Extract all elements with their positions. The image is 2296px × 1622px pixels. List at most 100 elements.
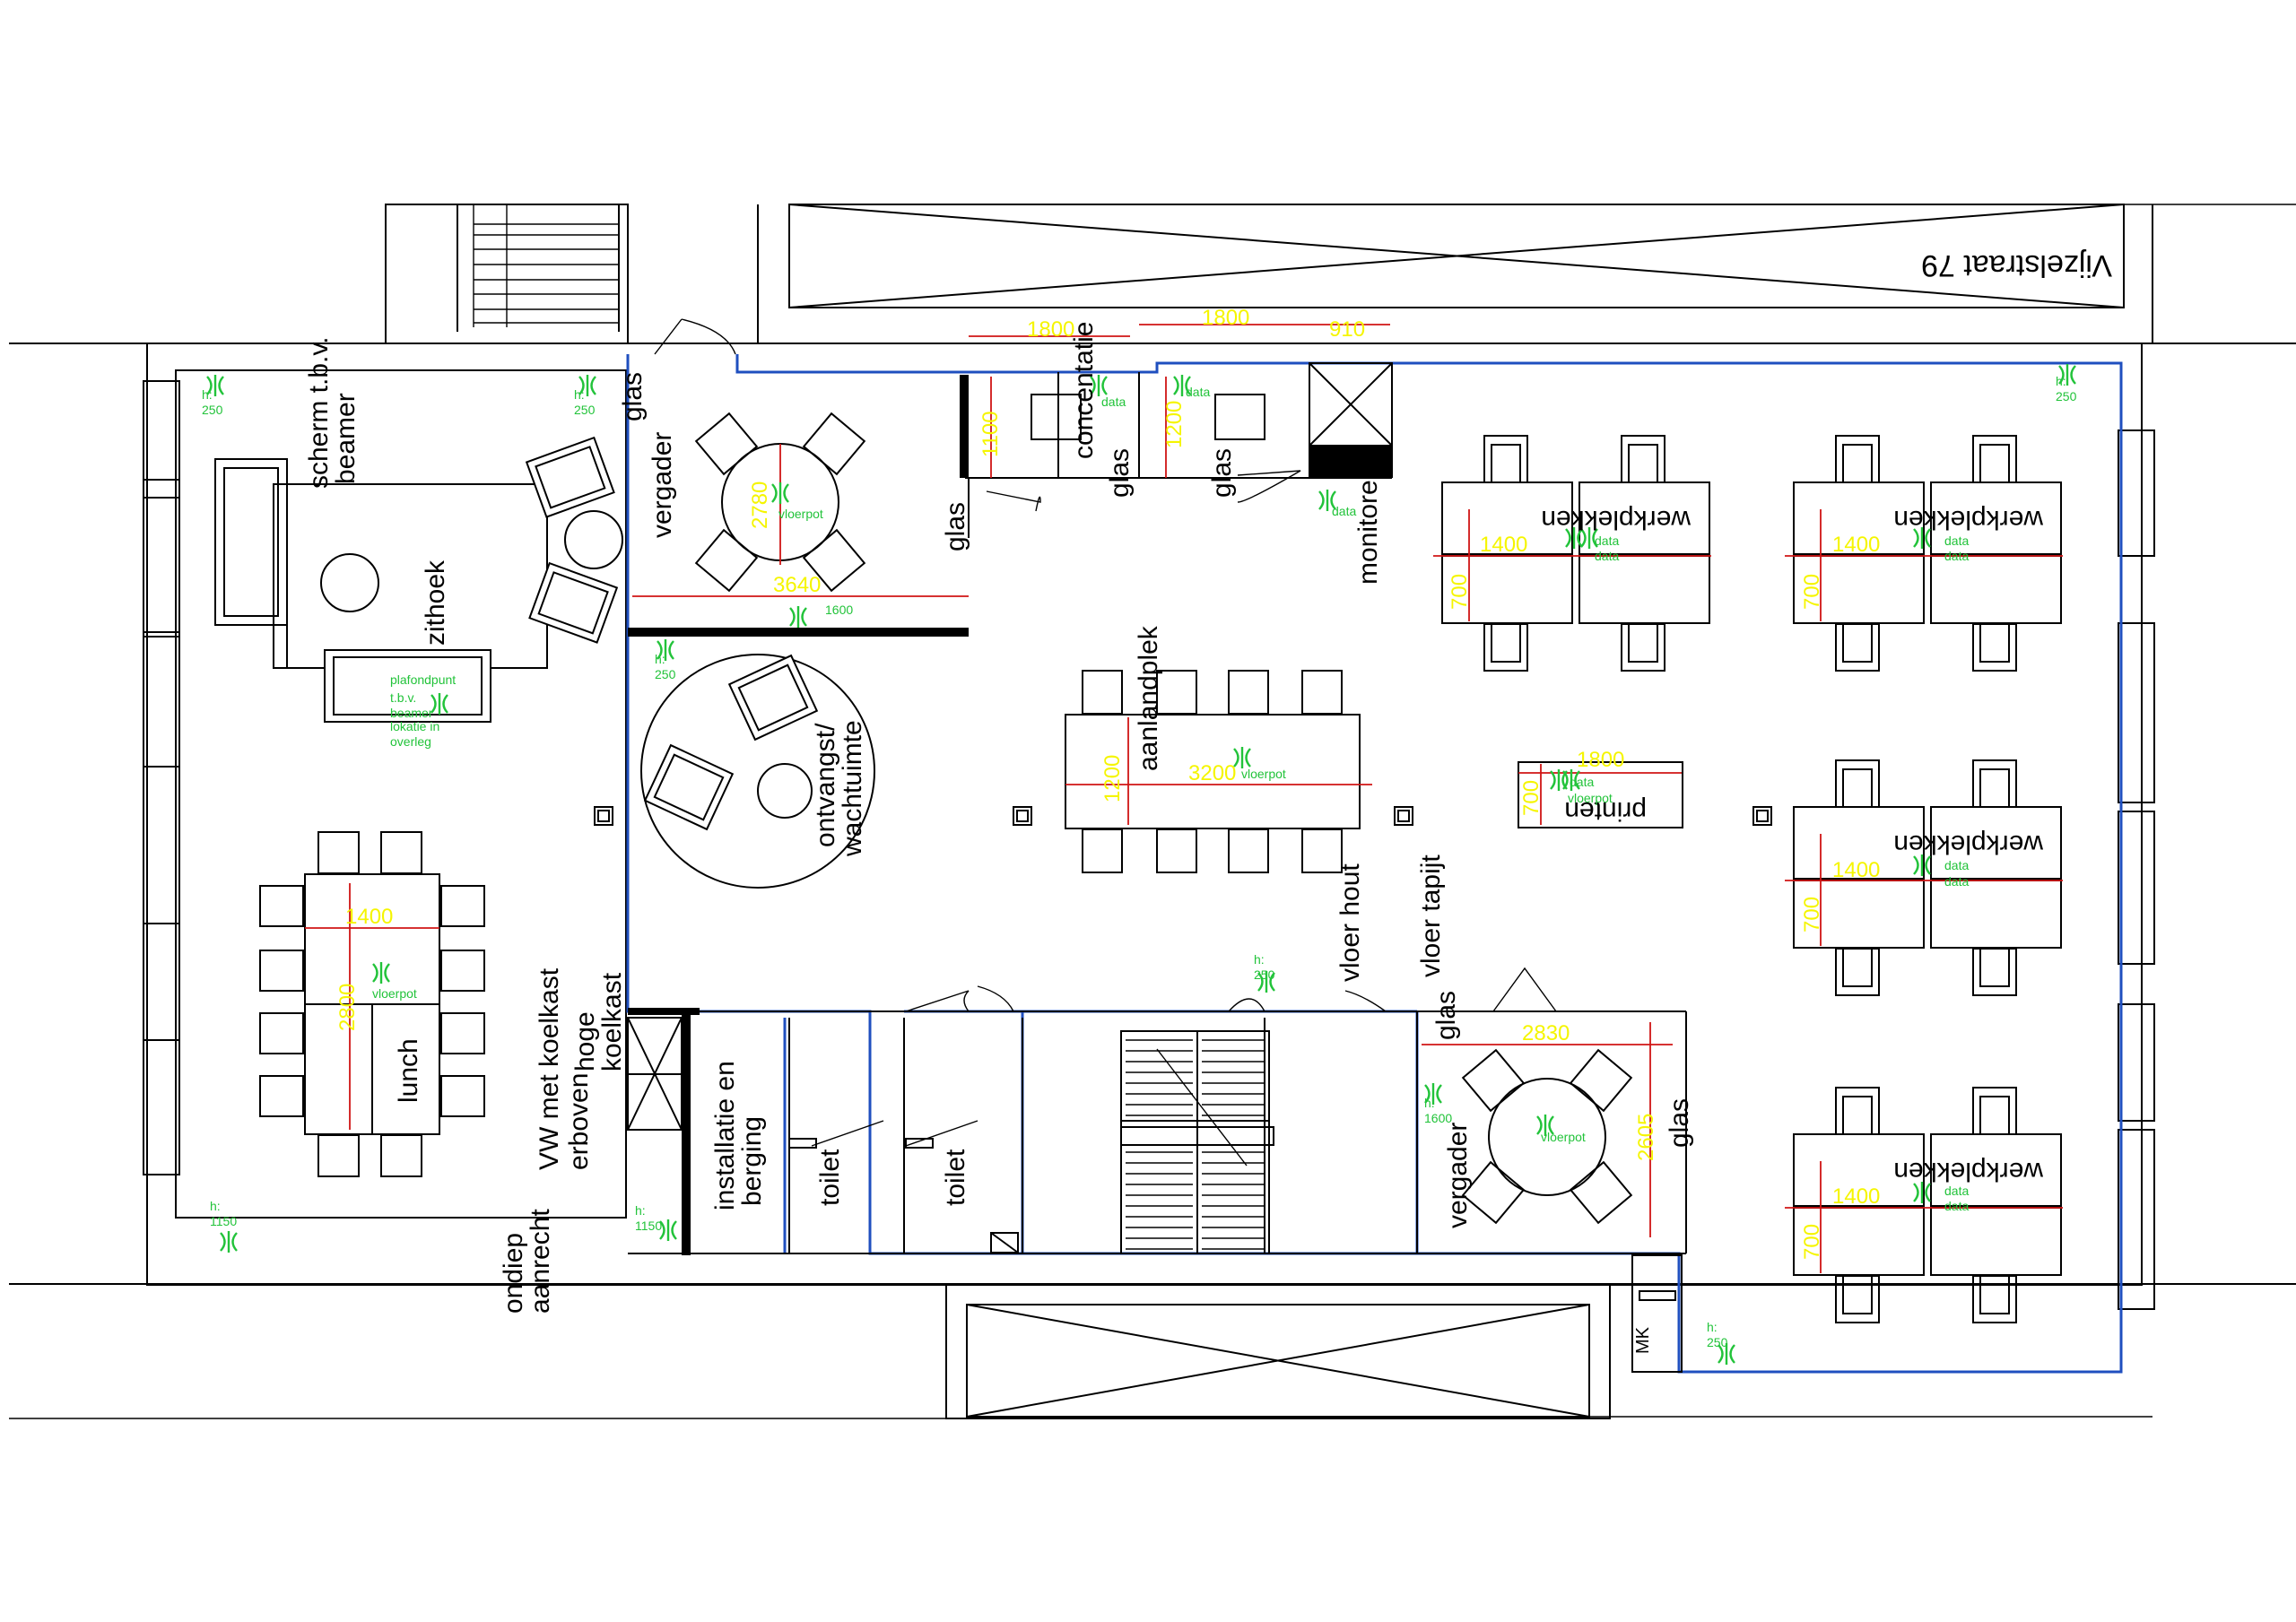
dim-2830: 2830 xyxy=(1522,1021,1570,1045)
label-zithoek: zithoek xyxy=(421,559,450,646)
label-plafondpunt-5: overleg xyxy=(390,734,431,749)
workstation-block xyxy=(1785,1087,2063,1323)
dim-1800c: 1800 xyxy=(1577,748,1624,772)
note-data-9: data xyxy=(1944,858,1969,872)
outer-lines xyxy=(9,204,2296,1419)
left-windows xyxy=(143,380,180,1175)
socket-icon xyxy=(1257,971,1275,993)
label-koelkast: koelkast xyxy=(597,972,627,1071)
note-h250-3: h: xyxy=(655,652,665,666)
note-h1600-1: h: xyxy=(1424,1096,1435,1110)
note-data-12: data xyxy=(1944,1199,1969,1213)
socket-symbols xyxy=(206,364,2076,1365)
socket-icon xyxy=(1424,1083,1442,1105)
dim-1400e: 1400 xyxy=(345,905,393,929)
outside-stair xyxy=(385,204,629,344)
label-erboven: erboven xyxy=(564,1073,594,1170)
workstations xyxy=(1433,435,2063,1323)
socket-icon xyxy=(1173,375,1191,396)
note-vloerpot-4: vloerpot xyxy=(372,986,417,1001)
dim-700c: 700 xyxy=(1519,780,1544,816)
socket-icon xyxy=(771,482,789,504)
label-monitoren: monitoren xyxy=(1353,465,1383,585)
dimension-labels: 1800 1800 910 1100 1200 2780 3640 1400 7… xyxy=(335,306,1880,1260)
label-toilet-2: toilet xyxy=(941,1149,970,1206)
dim-2605: 2605 xyxy=(1634,1114,1658,1161)
note-h250-5v: 250 xyxy=(1254,967,1275,982)
socket-icon xyxy=(659,1219,677,1241)
label-installatie: installatie en xyxy=(710,1061,740,1210)
note-data-3: data xyxy=(1332,504,1356,518)
dim-2800: 2800 xyxy=(335,984,360,1031)
note-h250-2: h: xyxy=(574,387,585,402)
label-plafondpunt-3: beamer xyxy=(390,706,433,720)
socket-icon xyxy=(1565,527,1583,549)
note-vloerpot-2: vloerpot xyxy=(1241,767,1286,781)
label-werkplekken-3: werkplekken xyxy=(1893,829,2044,859)
label-vloer-tapijt: vloer tapijt xyxy=(1416,854,1446,977)
label-aanrecht: aanrecht xyxy=(526,1209,555,1314)
dim-1400a: 1400 xyxy=(1480,533,1527,557)
meeting-table-bottom xyxy=(1422,1022,1673,1237)
label-glas-5: glas xyxy=(1431,991,1461,1040)
note-data-4: data xyxy=(1595,533,1619,548)
label-beamer: beamer xyxy=(331,393,361,484)
label-werkplekken-2: werkplekken xyxy=(1893,505,2044,534)
note-h1600-2: 1600 xyxy=(825,603,853,617)
note-h1600-1v: 1600 xyxy=(1424,1111,1452,1125)
dim-700e: 700 xyxy=(1800,1224,1824,1260)
label-vergader-bottom: vergader xyxy=(1443,1123,1473,1228)
workstation-block xyxy=(1433,435,1711,672)
label-wachtuimte: wachtuimte xyxy=(838,720,867,857)
note-data-7: data xyxy=(1944,549,1969,563)
workstation-block xyxy=(1785,435,2063,672)
note-vloerpot-5: vloerpot xyxy=(1541,1130,1586,1144)
central-stair xyxy=(1120,1030,1274,1254)
label-plafondpunt-4: lokatie in xyxy=(390,719,439,733)
note-data-8: data xyxy=(1570,775,1594,789)
socket-icon xyxy=(1580,527,1598,549)
label-mk: MK xyxy=(1633,1326,1653,1354)
dim-1400d: 1400 xyxy=(1832,1184,1880,1209)
note-vloerpot-1: vloerpot xyxy=(778,507,823,521)
socket-icon xyxy=(220,1231,238,1253)
socket-icon xyxy=(789,606,807,628)
note-h1150-2v: 1150 xyxy=(635,1219,662,1233)
note-h250-4v: 250 xyxy=(2056,389,2077,403)
socket-icon xyxy=(372,962,390,984)
label-vloer-hout: vloer hout xyxy=(1335,863,1365,982)
dim-1400c: 1400 xyxy=(1832,858,1880,882)
note-h250-6v: 250 xyxy=(1707,1335,1728,1349)
room-labels: scherm t.b.v. beamer zithoek plafondpunt… xyxy=(304,322,2044,1354)
label-glas-3: glas xyxy=(1105,448,1135,498)
socket-annotations: h: 250 h: 250 h: 250 h: 250 h: 250 h: 25… xyxy=(202,374,2077,1349)
column-markers xyxy=(594,806,1772,826)
bottom-shaft xyxy=(945,1283,1611,1419)
dim-2780: 2780 xyxy=(748,481,772,529)
label-ondiep: ondiep xyxy=(499,1233,528,1314)
socket-icon xyxy=(657,639,674,661)
concentration-booths xyxy=(969,324,1390,478)
socket-icon xyxy=(206,375,224,396)
label-werkplekken-1: werkplekken xyxy=(1541,505,1692,534)
dim-1200a: 1200 xyxy=(1162,401,1187,448)
socket-icon xyxy=(1562,769,1580,791)
note-h250-5: h: xyxy=(1254,952,1265,967)
label-printen: printen xyxy=(1564,796,1647,826)
label-aanlandplek: aanlandplek xyxy=(1134,625,1163,771)
label-toilet-1: toilet xyxy=(815,1149,845,1206)
dim-910: 910 xyxy=(1329,317,1365,342)
dim-700d: 700 xyxy=(1800,897,1824,932)
socket-icon xyxy=(1090,375,1108,396)
doors xyxy=(654,318,1557,1147)
note-h250-4: h: xyxy=(2056,374,2066,388)
socket-icon xyxy=(1718,1343,1735,1365)
socket-icon xyxy=(578,375,596,396)
note-data-1: data xyxy=(1101,395,1126,409)
socket-icon xyxy=(1536,1115,1554,1136)
socket-icon xyxy=(1913,1182,1931,1203)
note-data-11: data xyxy=(1944,1184,1969,1198)
note-h250-2v: 250 xyxy=(574,403,596,417)
note-h1150-2: h: xyxy=(635,1203,646,1218)
